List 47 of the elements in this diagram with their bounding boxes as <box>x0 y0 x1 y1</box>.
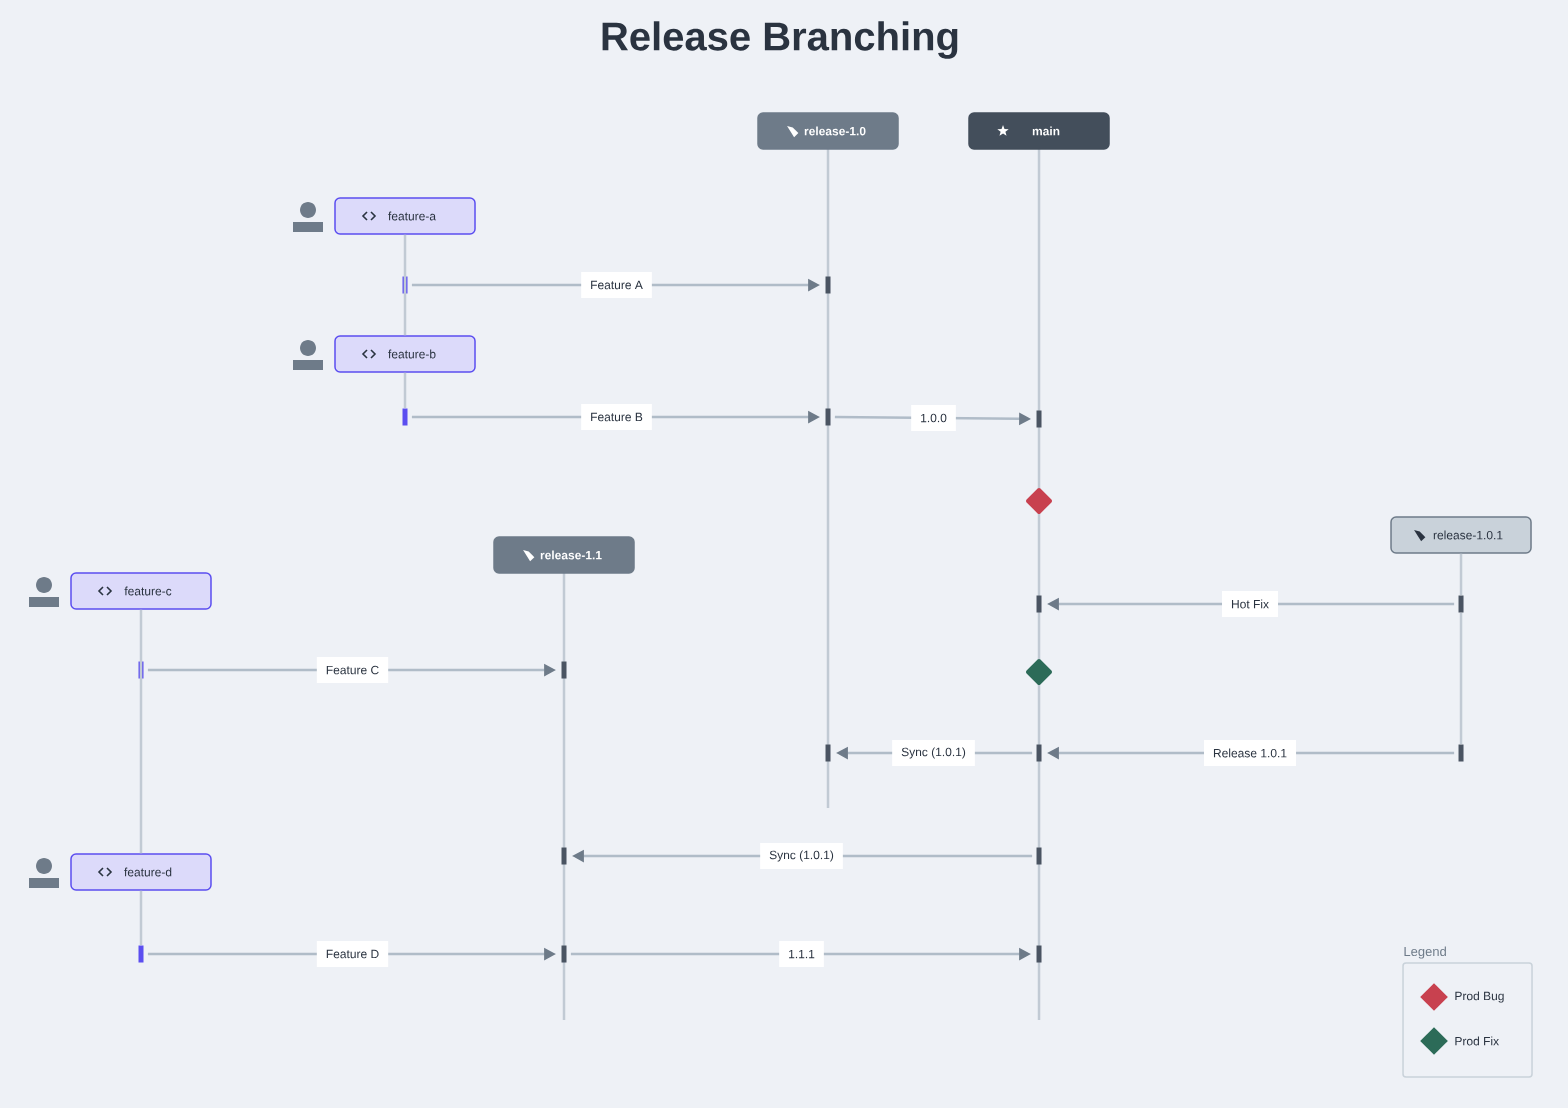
diamond-marker <box>1026 488 1052 514</box>
edge-label: Sync (1.0.1) <box>892 740 975 766</box>
edge-label: 1.1.1 <box>779 941 824 967</box>
lifeline <box>139 890 143 946</box>
activation-bar <box>825 744 831 762</box>
legend-title: Legend <box>1404 946 1446 959</box>
feature-branch-box: feature-c <box>70 572 212 610</box>
activation-bar <box>1036 847 1042 865</box>
lifeline <box>1459 553 1463 596</box>
activation-bar <box>402 408 408 426</box>
feature-branch-box: feature-d <box>70 853 212 891</box>
feature-branch-box: feature-b <box>334 335 476 373</box>
legend-text: Prod Fix <box>1455 1036 1499 1046</box>
branch-header: release-1.0.1 <box>1390 516 1532 554</box>
activation-bar <box>1458 595 1464 613</box>
lifeline <box>403 234 407 336</box>
edge-label: Hot Fix <box>1222 591 1278 617</box>
activation-bar <box>561 661 567 679</box>
activation-bar <box>1036 410 1042 428</box>
branch-header: main <box>968 112 1110 150</box>
branch-header: release-1.1 <box>493 536 635 574</box>
activation-bar <box>1036 595 1042 613</box>
edge-label: Feature D <box>316 941 389 967</box>
activation-bar <box>1036 744 1042 762</box>
title: Release Branching <box>602 21 958 59</box>
activation-bar <box>561 945 567 963</box>
activation-bar <box>561 847 567 865</box>
lifeline <box>139 609 143 854</box>
edge-label: Sync (1.0.1) <box>760 843 843 869</box>
activation-bar <box>1458 744 1464 762</box>
activation-bar <box>825 408 831 426</box>
edge-label: Release 1.0.1 <box>1204 740 1297 766</box>
branch-header: release-1.0 <box>757 112 899 150</box>
activation-bar <box>138 661 144 679</box>
diamond-marker <box>1026 659 1052 685</box>
activation-bar <box>402 276 408 294</box>
activation-bar <box>825 276 831 294</box>
legend-text: Prod Bug <box>1455 991 1504 1003</box>
feature-branch-box: feature-a <box>334 197 476 235</box>
edge-label: Feature A <box>581 272 652 298</box>
activation-bar <box>138 945 144 963</box>
edge-label: Feature C <box>316 657 389 683</box>
edge-label: Feature B <box>581 404 652 430</box>
lifeline <box>1459 612 1463 745</box>
edge-label: 1.0.0 <box>911 405 956 431</box>
lifeline <box>403 372 407 409</box>
activation-bar <box>1036 945 1042 963</box>
